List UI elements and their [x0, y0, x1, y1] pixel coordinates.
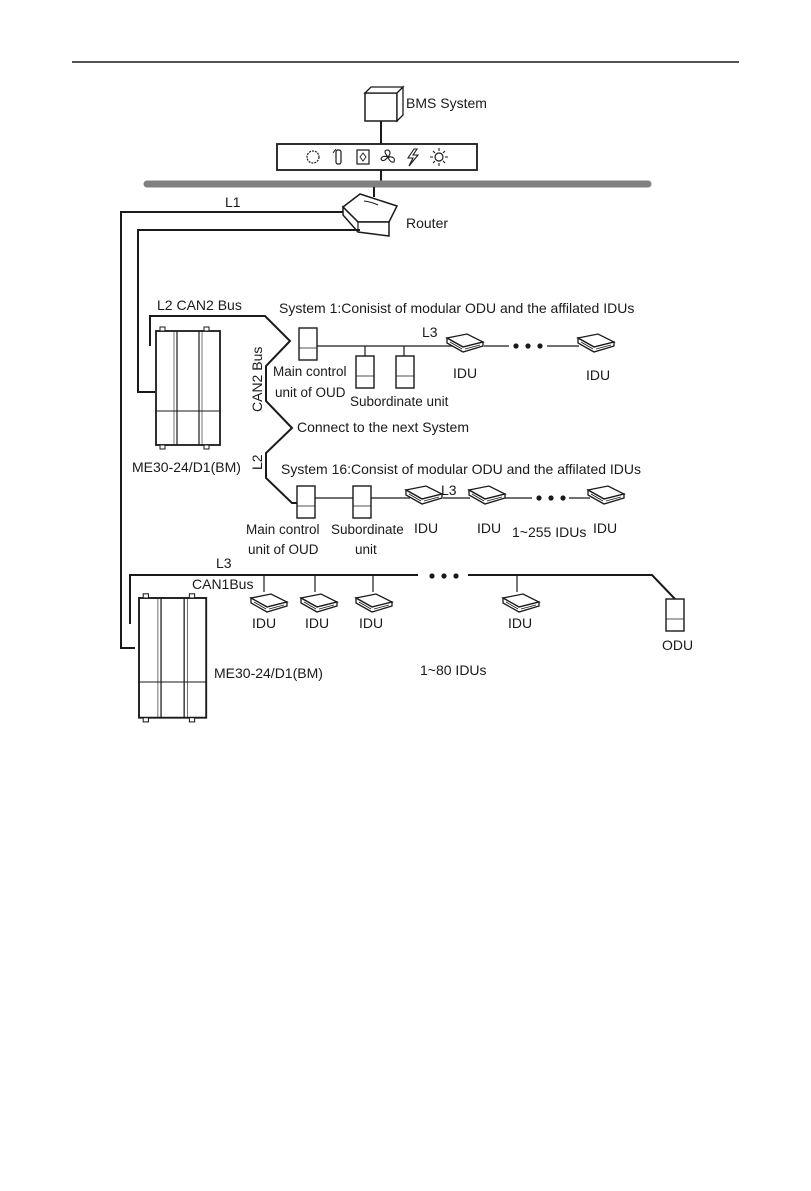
gateway-bottom-label: ME30-24/D1(BM): [214, 665, 323, 681]
ellipsis-dot: [536, 495, 542, 501]
idu-sys16-b-label: IDU: [477, 520, 501, 536]
idu-sys16-a-label: IDU: [414, 520, 438, 536]
idu-can1-b: [300, 593, 338, 613]
controller-panel: [276, 143, 478, 171]
l2-can2-wire: [149, 315, 297, 504]
idu-sys16-c-label: IDU: [593, 520, 617, 536]
subordinate-unit-sys16: [352, 485, 372, 519]
gateway-top: [155, 326, 221, 450]
l1-label: L1: [225, 194, 241, 210]
fan-icon: [380, 149, 395, 163]
idu-range-80-label: 1~80 IDUs: [420, 662, 487, 678]
power-icon: [306, 150, 320, 164]
sun-icon: [430, 148, 448, 166]
odu-label: ODU: [662, 637, 693, 653]
main-control-sys1-line2: unit of OUD: [275, 385, 346, 400]
subordinate-sys16-line2: unit: [355, 542, 377, 557]
ellipsis-dot: [429, 573, 435, 579]
thermometer-icon: [332, 148, 342, 165]
idu-can1-a: [250, 593, 288, 613]
ellipsis-dot: [513, 343, 519, 349]
subordinate-unit-sys1-b: [395, 355, 415, 389]
l1-wire: [120, 211, 343, 649]
router-to-gateway-top-wire: [137, 229, 360, 393]
can1-bus-wire-right: [468, 574, 676, 600]
idu-can1-d-label: IDU: [508, 615, 532, 631]
l2-vertical-label: L2: [249, 454, 265, 470]
can1-bus-label: CAN1Bus: [192, 576, 253, 592]
idu-range-255-label: 1~255 IDUs: [512, 524, 586, 540]
bms-system-label: BMS System: [406, 95, 487, 111]
idu-sys16-a: [405, 485, 443, 505]
idu-can1-c: [355, 593, 393, 613]
idu-sys1-b: [577, 333, 615, 353]
l3-sys16-label: L3: [441, 482, 457, 498]
l3-can1-label: L3: [216, 555, 232, 571]
ellipsis-dot: [537, 343, 543, 349]
gateway-top-label: ME30-24/D1(BM): [132, 459, 241, 475]
l3-sys1-label: L3: [422, 324, 438, 340]
lightning-icon: [406, 148, 420, 167]
main-control-sys16-line1: Main control: [246, 522, 320, 537]
main-control-unit-sys16: [296, 485, 316, 519]
ellipsis-dot: [453, 573, 459, 579]
subordinate-sys16-line1: Subordinate: [331, 522, 404, 537]
subordinate-sys1-label: Subordinate unit: [350, 394, 449, 409]
odu-can1: [665, 598, 685, 632]
ellipsis-dot: [441, 573, 447, 579]
l2-can2-label: L2 CAN2 Bus: [157, 297, 242, 313]
gateway-bottom: [138, 592, 208, 723]
can2-bus-label: CAN2 Bus: [249, 347, 265, 412]
bms-system-node: [363, 85, 405, 123]
ellipsis-dot: [560, 495, 566, 501]
main-control-unit-sys1: [298, 327, 318, 361]
ellipsis-dot: [548, 495, 554, 501]
subordinate-unit-sys1-a: [355, 355, 375, 389]
router-label: Router: [406, 215, 448, 231]
idu-sys1-a: [446, 333, 484, 353]
idu-sys16-b: [468, 485, 506, 505]
main-control-sys1-line1: Main control: [273, 364, 347, 379]
idu-can1-c-label: IDU: [359, 615, 383, 631]
mode-icon: [356, 149, 370, 165]
idu-can1-a-label: IDU: [252, 615, 276, 631]
system16-title: System 16:Consist of modular ODU and the…: [281, 461, 641, 477]
ellipsis-dot: [525, 343, 531, 349]
router-node: [341, 193, 399, 237]
connect-next-system-label: Connect to the next System: [297, 419, 469, 435]
can1-bus-wire-left: [129, 574, 418, 624]
idu-can1-b-label: IDU: [305, 615, 329, 631]
idu-sys16-c: [587, 485, 625, 505]
idu-sys1-b-label: IDU: [586, 367, 610, 383]
system1-title: System 1:Conisist of modular ODU and the…: [279, 300, 634, 316]
idu-sys1-a-label: IDU: [453, 365, 477, 381]
main-control-sys16-line2: unit of OUD: [248, 542, 319, 557]
idu-can1-d: [502, 593, 540, 613]
